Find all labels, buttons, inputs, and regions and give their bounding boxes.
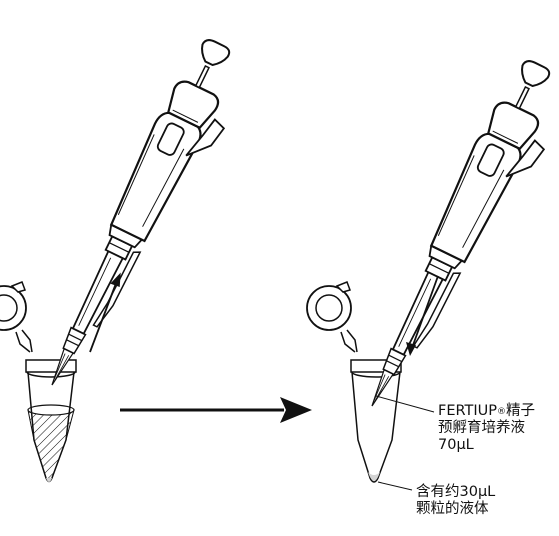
medium-name: FERTIUP xyxy=(438,403,498,419)
pellet-desc: 颗粒的液体 xyxy=(416,501,489,517)
medium-name-suffix: 精子 xyxy=(506,403,536,419)
registered-mark: ® xyxy=(497,407,507,417)
pellet-label: 含有约30μL 颗粒的液体 xyxy=(416,484,495,518)
arrow-right-icon xyxy=(120,397,312,423)
medium-volume: 70μL xyxy=(438,437,474,453)
pellet-volume: 含有约30μL xyxy=(416,484,496,500)
arrow-up-icon xyxy=(89,272,121,353)
tube-lid xyxy=(0,281,33,353)
pipette-icon xyxy=(31,32,258,405)
pipette-icon xyxy=(351,53,559,426)
arrow-down-icon xyxy=(406,275,439,356)
pellet xyxy=(368,472,380,481)
medium-desc: 预孵育培养液 xyxy=(438,420,525,436)
pellet-leader-line xyxy=(377,481,413,491)
microcentrifuge-tube-icon xyxy=(351,371,401,483)
medium-label: FERTIUP®精子 预孵育培养液 70μL xyxy=(438,403,535,454)
medium-leader-line xyxy=(375,395,435,413)
tube-lid xyxy=(306,281,358,353)
